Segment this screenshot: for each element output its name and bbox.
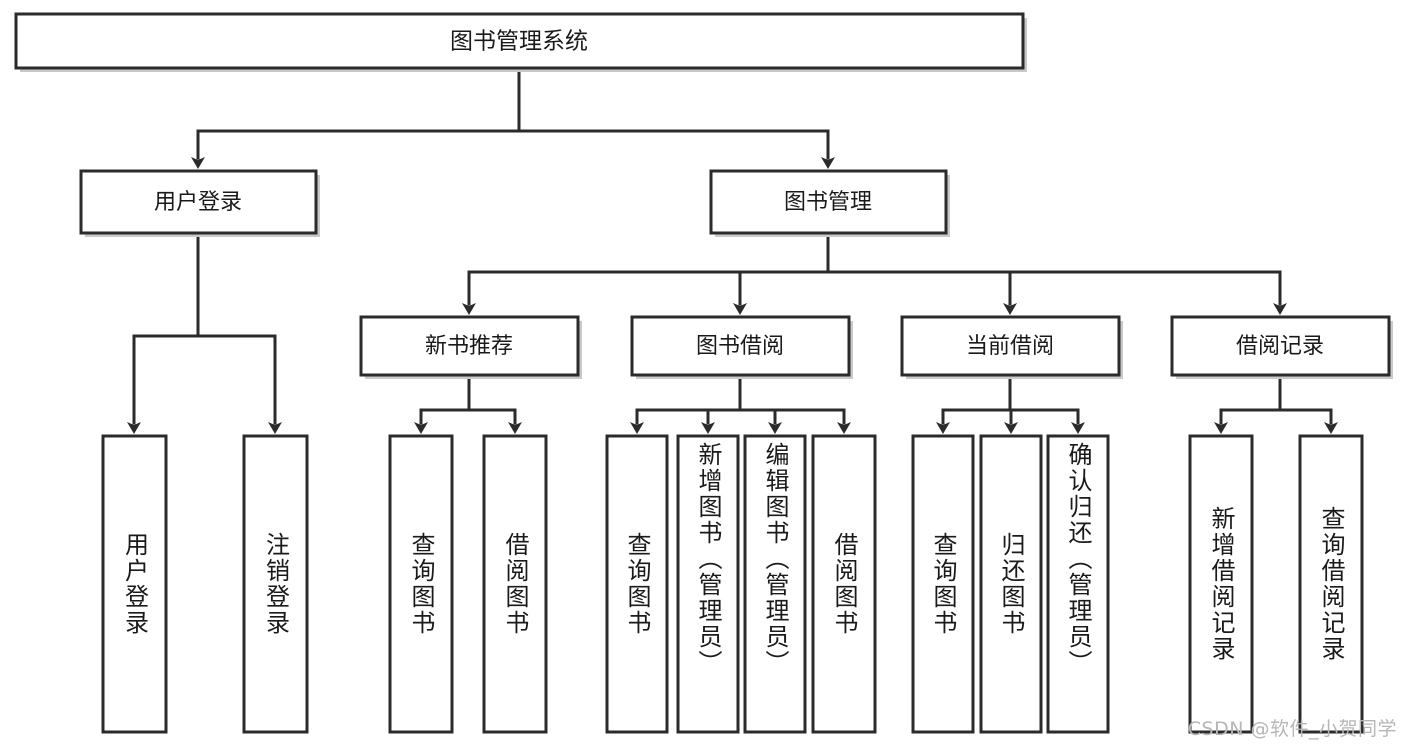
node-user-login-box [79, 169, 318, 235]
node-layer: 图书管理系统 用户登录 图书管理 新书推荐 [14, 12, 1393, 734]
node-borrow-book-2-box[interactable] [811, 434, 877, 734]
node-query-book-1-box[interactable] [388, 434, 454, 734]
node-borrow-records-box [1170, 315, 1391, 377]
node-edit-book-admin-box[interactable] [743, 434, 807, 734]
node-query-book-2-box[interactable] [605, 434, 669, 734]
node-current-borrow-label: 当前借阅 [966, 334, 1054, 359]
node-book-management[interactable]: 图书管理 [709, 169, 950, 237]
node-add-book-admin-box[interactable] [676, 434, 740, 734]
node-borrow-records[interactable]: 借阅记录 [1170, 315, 1393, 379]
node-root-label: 图书管理系统 [450, 29, 588, 55]
node-book-management-box [709, 169, 948, 235]
node-add-borrow-record-box[interactable] [1188, 434, 1254, 734]
csdn-watermark: CSDN @软件_小贺同学 [1187, 718, 1397, 740]
node-current-borrow[interactable]: 当前借阅 [900, 315, 1123, 379]
node-borrow-records-label: 借阅记录 [1236, 334, 1324, 359]
node-root-box [14, 12, 1025, 70]
node-new-book-recommend-label: 新书推荐 [425, 334, 513, 359]
node-new-book-recommend[interactable]: 新书推荐 [359, 315, 582, 379]
node-borrow-book-1-box[interactable] [482, 434, 548, 734]
node-return-book-box[interactable] [979, 434, 1043, 734]
node-book-borrow-label: 图书借阅 [696, 334, 784, 359]
node-book-management-label: 图书管理 [784, 190, 872, 215]
node-book-borrow-box [630, 315, 851, 377]
node-user-login[interactable]: 用户登录 [79, 169, 320, 237]
node-user-logout-box[interactable] [242, 434, 309, 734]
connector-layer [127, 66, 1338, 434]
node-user-login-label: 用户登录 [154, 190, 242, 215]
node-current-borrow-box [900, 315, 1121, 377]
node-root[interactable]: 图书管理系统 [14, 12, 1027, 72]
node-query-borrow-record-box[interactable] [1298, 434, 1364, 734]
node-query-book-3-box[interactable] [911, 434, 975, 734]
node-new-book-recommend-box [359, 315, 580, 377]
node-user-login-do-box[interactable] [101, 434, 168, 734]
node-book-borrow[interactable]: 图书借阅 [630, 315, 853, 379]
node-confirm-return-admin-box[interactable] [1046, 434, 1110, 734]
